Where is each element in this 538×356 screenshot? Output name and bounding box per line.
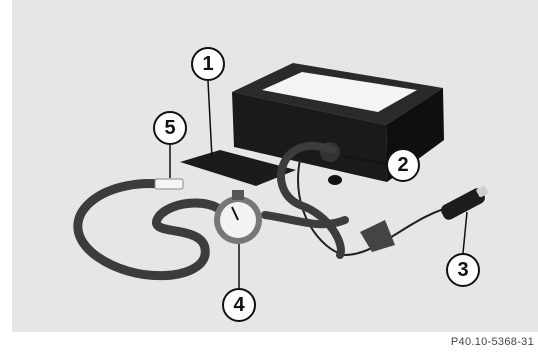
leader-1 — [208, 81, 212, 158]
figure-reference: P40.10-5368-31 — [451, 336, 534, 348]
callout-4: 4 — [222, 288, 256, 322]
side-knob — [328, 175, 342, 185]
callout-3: 3 — [446, 253, 480, 287]
callout-1: 1 — [191, 47, 225, 81]
callout-5: 5 — [153, 111, 187, 145]
hose-clamp — [155, 179, 183, 189]
hose-connector — [360, 220, 395, 252]
filler-hose — [78, 184, 220, 276]
callout-2: 2 — [386, 148, 420, 182]
leader-3 — [463, 212, 467, 253]
gauge-valve — [232, 190, 244, 200]
